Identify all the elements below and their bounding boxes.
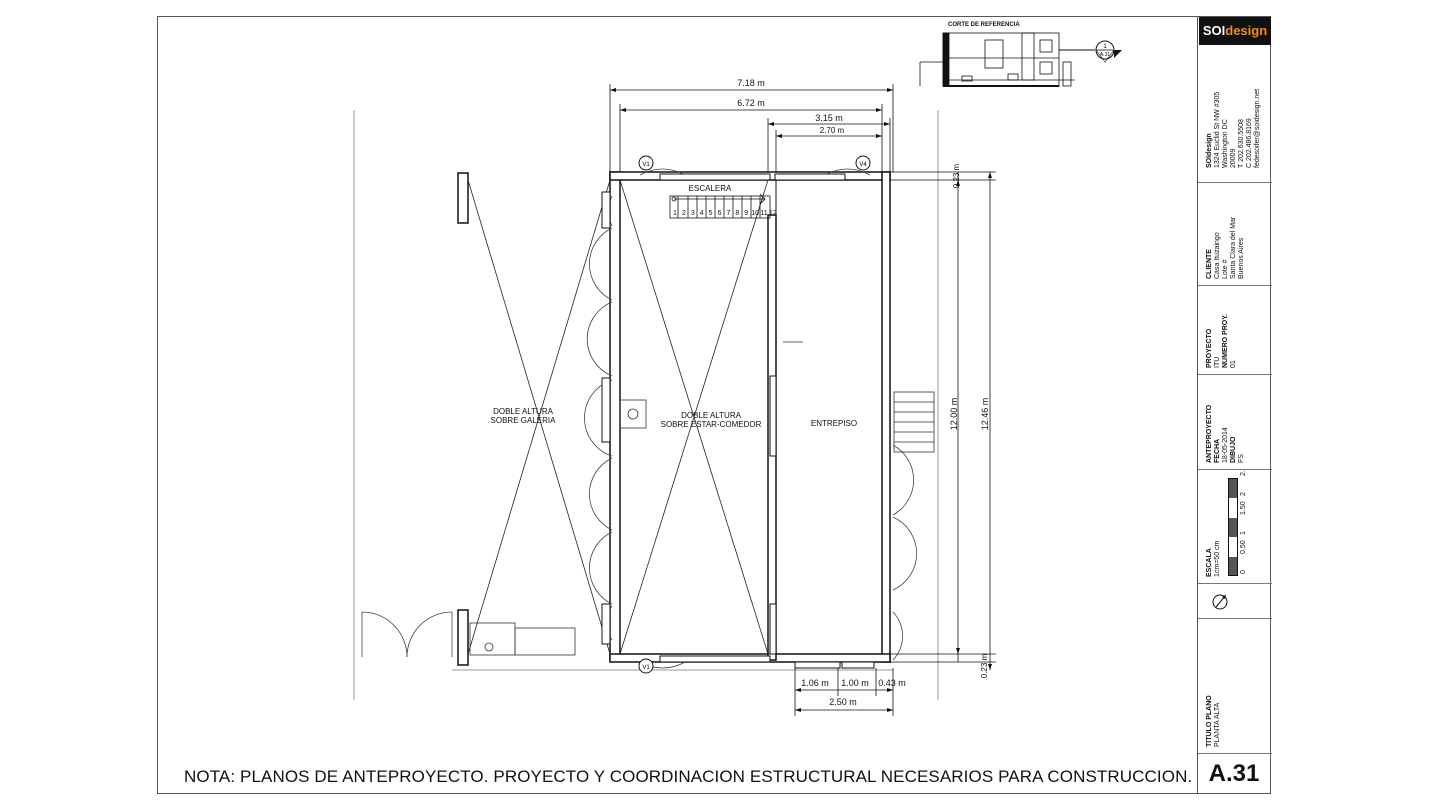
scale-tick-label: 0 <box>1240 570 1247 574</box>
window-arc <box>639 168 686 176</box>
living-x-line-2 <box>619 179 769 655</box>
living-inner-outline <box>619 179 883 655</box>
wall-right <box>881 171 891 663</box>
door-arc <box>892 611 903 661</box>
stair-step-number: 8 <box>735 210 739 217</box>
scale-tick-label: 1.50 <box>1240 501 1247 516</box>
wall-gallery-top <box>457 172 469 224</box>
dimension-label: 3.15 m <box>815 113 843 123</box>
stair-step-number: 1 <box>673 210 677 217</box>
window-tag-label: V1 <box>642 162 650 168</box>
scale-bar <box>1228 478 1238 576</box>
window-tag <box>855 155 871 171</box>
stair <box>669 193 771 219</box>
window-tag <box>638 658 654 674</box>
gallery-x-line-2 <box>467 179 611 655</box>
room-label: DOBLE ALTURA <box>493 407 554 416</box>
window-frame <box>659 173 771 181</box>
dimension-label: 1.06 m <box>801 678 829 688</box>
soidesign-logo: SOIdesign <box>1199 17 1271 45</box>
project-cell: PROYECTO ITU NUMERO PROY. 01 <box>1198 286 1272 375</box>
dimension-label: 2.50 m <box>829 697 857 707</box>
north-arrow-icon <box>1212 594 1228 610</box>
room-label: SOBRE ESTAR-COMEDOR <box>661 420 762 429</box>
window-frame <box>841 661 875 669</box>
door-arc <box>361 611 408 658</box>
dimension-label: 12.46 m <box>980 398 990 431</box>
door-arc <box>892 444 914 516</box>
stair-step-number: 6 <box>718 210 722 217</box>
door-arc <box>406 611 453 658</box>
dimension-label: 0.23 m <box>952 163 961 188</box>
title-block: SOIdesign 1324 Euclid St NW #305 Washing… <box>1197 16 1272 794</box>
stair-step-number: 3 <box>691 210 695 217</box>
sliding-panel <box>769 603 777 655</box>
stair-step-number: 12 <box>769 210 777 217</box>
door-arc <box>589 531 613 605</box>
door-arc <box>892 516 918 591</box>
room-label: ENTREPISO <box>811 419 857 428</box>
sheet-border <box>157 16 1271 794</box>
sliding-panel <box>769 375 777 457</box>
client-cell: CLIENTE Casa Ituzaingo Lote # Santa Clar… <box>1198 183 1272 286</box>
sheet-title-cell: TITULO PLANO PLANTA ALTA <box>1198 619 1272 754</box>
sheet-number: A.31 <box>1208 760 1260 787</box>
window-frame <box>794 661 841 669</box>
window-tag-label: V4 <box>859 162 867 168</box>
dimension-label: 6.72 m <box>737 98 765 108</box>
window-arc <box>824 168 871 176</box>
scale-tick-label: 1 <box>1240 530 1247 535</box>
door-arc <box>586 301 613 377</box>
room-label: SOBRE GALERIA <box>491 416 557 425</box>
stair-step-number: 10 <box>751 210 759 217</box>
stair-step-number: 9 <box>744 210 748 217</box>
scale-tick-label: 2.50 <box>1240 470 1248 476</box>
window-tag-label: V1 <box>642 665 650 671</box>
wall-living-left <box>609 171 621 661</box>
stair-step-number: 7 <box>726 210 730 217</box>
dimension-label: 1.00 m <box>841 678 869 688</box>
scale-tick-label: 2 <box>1240 491 1247 496</box>
door-arc <box>589 457 613 531</box>
dimension-label: 12.00 m <box>949 398 959 431</box>
door-arc <box>589 227 613 301</box>
stair-label: ESCALERA <box>689 184 732 193</box>
north-cell <box>1198 584 1272 619</box>
door-leaf <box>601 191 611 229</box>
scale-tick-labels: 0 0.50 1 1.50 2 2.50 <box>1240 470 1270 580</box>
reference-section-title: CORTE DE REFERENCIA <box>948 22 1020 28</box>
dimension-label: 0.23 m <box>980 653 989 678</box>
section-marker-number: 1 <box>1103 44 1107 50</box>
door-arc <box>584 379 613 457</box>
construction-note: NOTA: PLANOS DE ANTEPROYECTO. PROYECTO Y… <box>184 767 1193 786</box>
dimension-label: 7.18 m <box>737 78 765 88</box>
door-leaf <box>601 377 611 443</box>
stair-step-number: 11 <box>760 210 767 217</box>
wall-gallery-bottom <box>457 609 469 666</box>
section-marker-sheet: A.31 <box>1100 52 1111 58</box>
door-leaf <box>601 603 611 645</box>
scale-tick-label: 0.50 <box>1240 540 1247 555</box>
firm-info-cell: SOIdesign 1324 Euclid St NW #305 Washing… <box>1198 16 1272 183</box>
fireplace <box>619 399 647 429</box>
reference-section: CORTE DE REFERENCIA <box>919 22 1122 87</box>
stair-step-number: 5 <box>709 210 713 217</box>
window-frame <box>659 655 771 663</box>
room-label: DOBLE ALTURA <box>681 411 742 420</box>
window-frame <box>774 173 846 181</box>
stage-cell: ANTEPROYECTO FECHA 18-05-2014 DIBUJO FS <box>1198 375 1272 470</box>
dimension-label: 2.70 m <box>820 126 845 135</box>
stair-step-number: 2 <box>682 210 686 217</box>
dimension-label: 0.43 m <box>878 678 906 688</box>
window-tag <box>638 155 654 171</box>
stair-step-number: 4 <box>700 210 704 217</box>
downspout <box>484 642 494 652</box>
